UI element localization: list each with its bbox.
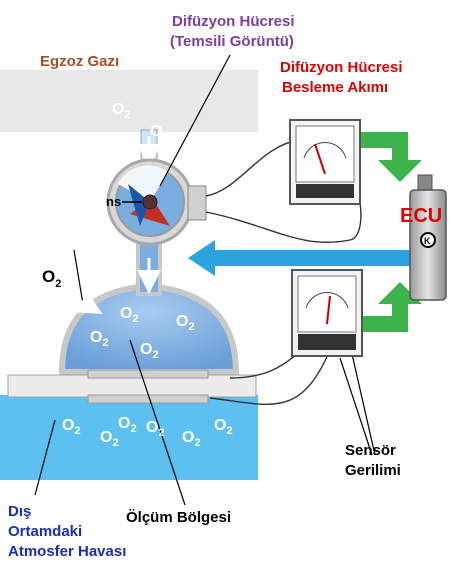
outside-air-label-line1: Dış bbox=[8, 503, 31, 520]
sensor-voltage-arrow bbox=[348, 282, 422, 332]
svg-text:K: K bbox=[424, 236, 431, 246]
outside-air-label-line3: Atmosfer Havası bbox=[8, 543, 126, 560]
o2-escape-label: O2 bbox=[42, 267, 61, 290]
diffusion-cell-title-line1: Difüzyon Hücresi bbox=[172, 13, 295, 30]
outside-air-label-line2: Ortamdaki bbox=[8, 523, 82, 540]
sensor-voltage-label-line2: Gerilimi bbox=[345, 462, 401, 479]
analog-meter-icon bbox=[291, 269, 363, 357]
ecu-module-icon: K bbox=[409, 174, 447, 301]
ecu-label: ECU bbox=[400, 205, 442, 227]
supply-current-arrow bbox=[348, 132, 422, 182]
measure-zone-label: Ölçüm Bölgesi bbox=[126, 509, 231, 526]
exhaust-gas-chamber bbox=[0, 70, 258, 132]
ecu-to-pump-arrow bbox=[188, 240, 415, 276]
analog-meter-icon bbox=[289, 119, 361, 205]
measure-dome bbox=[58, 282, 240, 375]
supply-current-label-line1: Difüzyon Hücresi bbox=[280, 59, 403, 76]
outside-air-chamber bbox=[0, 395, 258, 480]
diffusion-cell-title-line2: (Temsili Görüntü) bbox=[170, 33, 294, 50]
exhaust-gas-label: Egzoz Gazı bbox=[40, 53, 119, 70]
diffusion-pump-icon bbox=[106, 158, 207, 246]
supply-current-label-line2: Besleme Akımı bbox=[282, 79, 388, 96]
sensor-voltage-label-line1: Sensör bbox=[345, 442, 396, 459]
ns-label: ns bbox=[106, 194, 121, 209]
